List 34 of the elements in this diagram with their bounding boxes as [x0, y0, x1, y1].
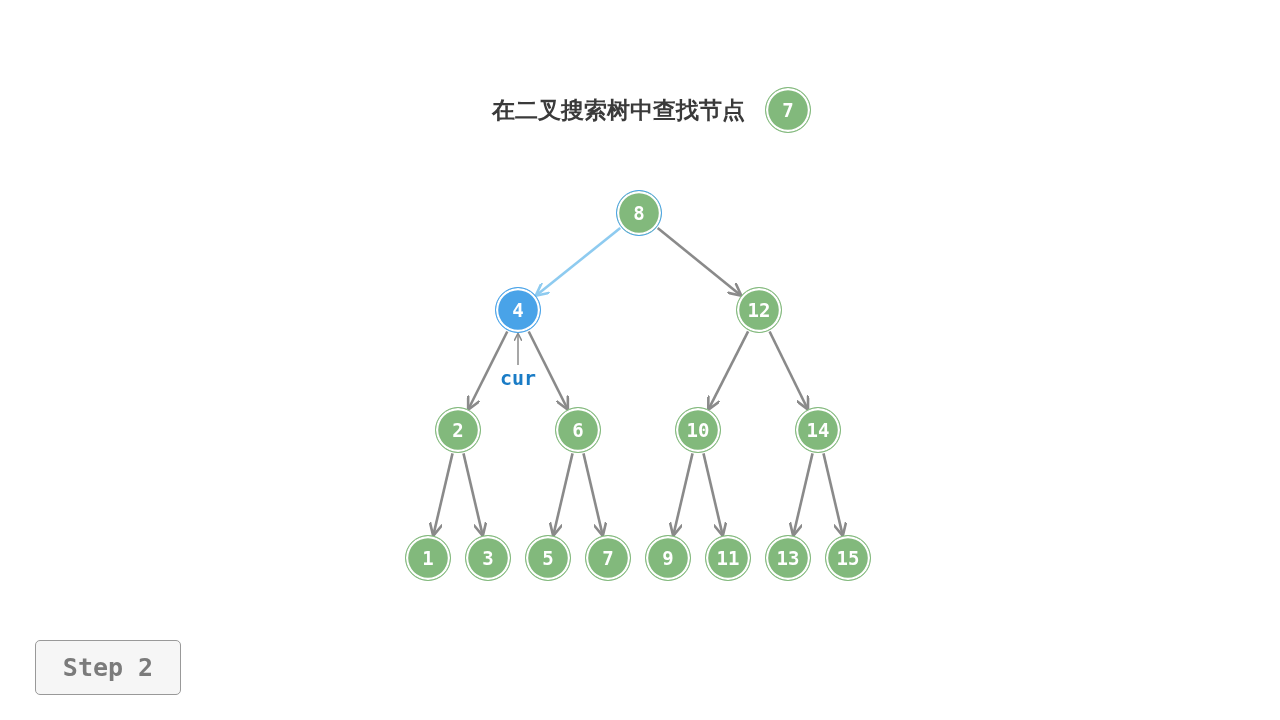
tree-node: 5 — [525, 535, 571, 581]
arrow — [788, 453, 814, 538]
tree-node: 7 — [585, 535, 631, 581]
tree-node: 3 — [465, 535, 511, 581]
arrow — [768, 330, 810, 411]
arrow — [707, 330, 750, 412]
arrow — [822, 453, 848, 538]
step-badge: Step 2 — [35, 639, 181, 695]
arrow — [466, 330, 509, 411]
tree-node: 14 — [795, 407, 841, 453]
tree-node: 11 — [705, 535, 751, 581]
arrow — [582, 453, 608, 538]
arrow — [462, 453, 488, 538]
arrow — [668, 453, 694, 538]
tree-node: 15 — [825, 535, 871, 581]
tree-node: 10 — [675, 407, 721, 453]
arrow — [527, 330, 570, 411]
arrow — [702, 453, 728, 538]
arrow — [534, 227, 622, 298]
arrow — [656, 227, 743, 298]
tree-node: 7 — [765, 87, 811, 133]
arrow — [548, 453, 574, 538]
pointer-arrow — [513, 332, 523, 366]
tree-node: 2 — [435, 407, 481, 453]
tree-node: 9 — [645, 535, 691, 581]
pointer-label: cur — [496, 367, 540, 389]
tree-node: 13 — [765, 535, 811, 581]
tree-node: 4 — [495, 287, 541, 333]
tree-node: 6 — [555, 407, 601, 453]
title: 在二叉搜索树中查找节点 — [492, 96, 745, 125]
tree-node: 12 — [736, 287, 782, 333]
tree-node: 8 — [616, 190, 662, 236]
arrow — [428, 453, 454, 538]
tree-node: 1 — [405, 535, 451, 581]
